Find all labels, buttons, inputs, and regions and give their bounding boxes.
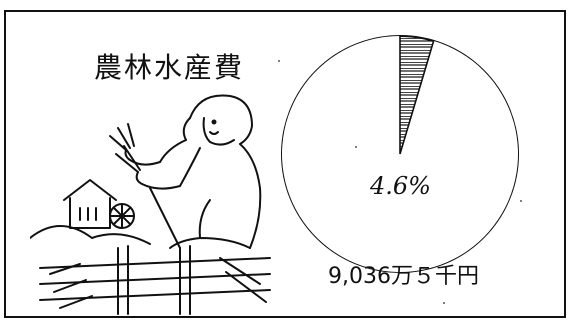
speck: [278, 60, 280, 62]
farmer-illustration-icon: [30, 94, 271, 315]
speck: [355, 146, 357, 148]
chart-title: 農林水産費: [94, 51, 245, 84]
speck: [520, 200, 522, 202]
pie-chart: [281, 35, 519, 273]
speck: [443, 302, 445, 304]
pie-amount-label: 9,036万５千円: [328, 264, 479, 289]
pie-slice-highlight: [399, 35, 435, 155]
speck: [236, 70, 238, 72]
pie-percent-label: 4.6%: [370, 172, 431, 200]
